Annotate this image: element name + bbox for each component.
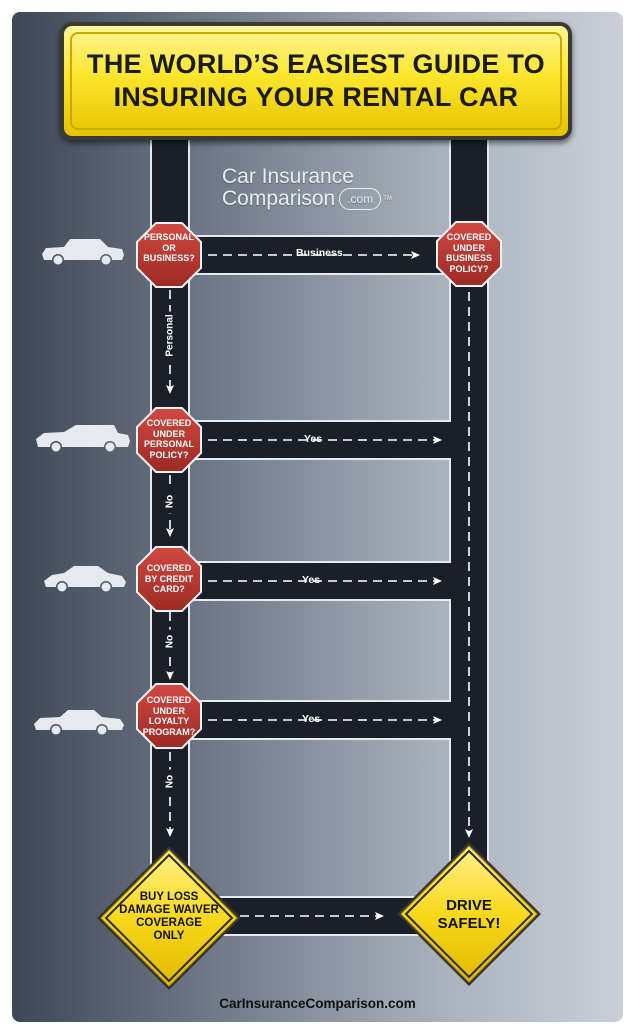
- car-icon: [42, 239, 124, 265]
- label-yes-1: Yes: [304, 433, 323, 445]
- stop-signs: [136, 221, 502, 749]
- station-wagon-icon: [36, 425, 130, 452]
- label-no-2: No: [164, 629, 176, 654]
- stop-sign-personal-or-business: [136, 222, 202, 288]
- warning-sign-drive-safely: [397, 842, 541, 986]
- label-yes-2: Yes: [302, 574, 321, 586]
- warning-sign-ldw: [97, 846, 241, 990]
- title-banner: THE WORLD’S EASIEST GUIDE TO INSURING YO…: [60, 22, 572, 140]
- label-no-3: No: [164, 769, 176, 794]
- warning-signs: [97, 842, 541, 990]
- label-personal: Personal: [164, 311, 176, 360]
- footer-site-url: CarInsuranceComparison.com: [219, 996, 416, 1011]
- brand-dotcom: .com: [339, 188, 382, 210]
- label-yes-3: Yes: [302, 713, 321, 725]
- label-no-1: No: [164, 489, 176, 514]
- title-line-2: INSURING YOUR RENTAL CAR: [113, 82, 519, 112]
- brand-line-1: Car Insurance: [222, 165, 354, 188]
- brand-tm: TM: [383, 196, 392, 202]
- brand-line-2: Comparison: [222, 187, 336, 210]
- stop-sign-credit-card: [136, 546, 202, 612]
- title-line-1: THE WORLD’S EASIEST GUIDE TO: [87, 49, 545, 79]
- background-panel: [12, 12, 623, 1022]
- stop-sign-business-policy: [436, 221, 502, 287]
- stop-sign-personal-policy: [136, 407, 202, 473]
- classic-car-icon: [34, 710, 124, 735]
- label-business: Business: [296, 247, 343, 259]
- sedan-icon: [44, 566, 126, 592]
- stop-sign-loyalty-program: [136, 683, 202, 749]
- brand-logo: Car Insurance Comparison .com TM: [222, 166, 392, 210]
- car-silhouettes: [34, 239, 130, 735]
